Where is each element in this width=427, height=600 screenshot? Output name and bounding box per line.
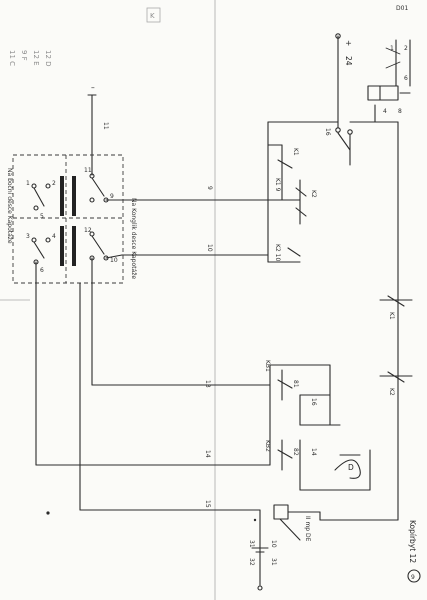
indicator-letter: D: [348, 463, 354, 472]
right-k1-label: K1: [388, 312, 395, 320]
margin-note-3: 12 E: [32, 50, 40, 66]
sw-term-9: 9: [110, 193, 114, 200]
k2-label: K2: [310, 190, 317, 198]
kb2-label: KB2: [264, 440, 271, 452]
minus-supply: – 11: [87, 83, 109, 176]
switch-block-label-side: Na Konglik desce Kapotáže: [130, 198, 137, 279]
bottom-term-10: 10: [270, 540, 277, 548]
wire-9: 9: [121, 186, 283, 201]
top-right-relay: 1 2 4 8 6: [337, 39, 411, 521]
dashed-switch-block: Na boční desce Kapotáže Na Konglik desce…: [6, 154, 137, 284]
relay-term-c: 4: [383, 108, 387, 115]
actuator-bar-bottom-left: [60, 226, 64, 266]
sw-term-6: 6: [40, 267, 44, 274]
actuator-bar-top-right: [72, 176, 76, 216]
bottom-switch-box: [273, 504, 289, 520]
relay-term-b: 2: [404, 45, 408, 52]
k1-9-label: K1 9: [274, 178, 281, 192]
wire-15-label: 15: [204, 500, 211, 508]
kb-contact-block: KB1 81 16 KB2 82 14: [264, 360, 371, 491]
right-k2-label: K2: [388, 388, 395, 396]
ink-dot: [46, 511, 50, 515]
sw-term-2: 2: [52, 180, 56, 187]
bottom-term-32: 32: [248, 558, 255, 566]
sw-term-1: 1: [26, 180, 30, 187]
top-switch-term: 16: [324, 128, 331, 136]
indicator-arc: [334, 459, 361, 479]
bottom-term-31b: 31: [270, 558, 277, 566]
indicator-lamp: D: [334, 454, 361, 479]
plus-supply: + 24: [335, 33, 353, 123]
wire-10: 10: [121, 244, 269, 256]
corner-note: Kopírbyt 12: [408, 520, 417, 563]
plus-sign: +: [344, 40, 353, 46]
relay-term-e: 6: [404, 75, 408, 82]
wire-13-label: 13: [204, 380, 211, 388]
b2-label: 82: [292, 448, 299, 456]
relay-term-d: 8: [398, 108, 402, 115]
bottom-switch-ii: II mp DE: [273, 504, 399, 542]
sw-term-5: 5: [40, 213, 44, 220]
plus-voltage: 24: [344, 56, 353, 66]
page-number: 9: [411, 574, 415, 581]
margin-note-2: 9 F: [20, 50, 28, 61]
sw-term-10: 10: [110, 257, 118, 264]
sw-term-3: 3: [26, 233, 30, 240]
k1-label: K1: [292, 148, 299, 156]
switch-block-label-front: Na boční desce Kapotáže: [6, 168, 13, 244]
b1-label: 81: [292, 380, 299, 388]
margin-note-1: 11 C: [8, 50, 16, 66]
margin-k-box: [146, 7, 161, 23]
k2-10-label: K2 10: [274, 244, 281, 261]
top-right-code: D01: [396, 5, 408, 12]
sw-term-11: 11: [84, 167, 92, 174]
right-k1-contact: K1: [379, 295, 413, 320]
minus-terminal-label: 11: [102, 122, 109, 130]
actuator-bar-top-left: [60, 176, 64, 216]
bottom-term-31: 31: [248, 540, 255, 548]
margin-note-4: 12 D: [44, 50, 52, 67]
margin-notes-left: 11 C 9 F 12 E 12 D: [8, 50, 52, 67]
sw-term-4: 4: [52, 233, 56, 240]
kb-term-14: 14: [310, 448, 317, 456]
ii-mp-de-label: II mp DE: [304, 516, 311, 542]
wire-14-label: 14: [204, 450, 211, 458]
page-number-circle: [407, 569, 421, 583]
relay-term-a: 1: [390, 45, 394, 52]
wire-15: 15: [79, 500, 261, 511]
wire-10-label: 10: [206, 244, 213, 252]
wire-13: 13: [91, 380, 271, 388]
k1-k2-contact-block: 16 K1 K2 K1 9 K2 10: [267, 121, 353, 263]
wire-9-label: 9: [206, 186, 213, 190]
wire-14: 14: [35, 450, 271, 466]
sw-term-12: 12: [84, 227, 92, 234]
relay-coil-box: [367, 85, 399, 101]
bottom-ground: 31 32 10 31: [248, 509, 277, 591]
ink-dot: [253, 518, 257, 522]
margin-k-box-label: K: [150, 12, 155, 20]
switch-block-outline: [12, 154, 124, 284]
minus-label: –: [91, 83, 95, 92]
actuator-bar-bottom-right: [72, 226, 76, 266]
right-k2-contact: K2: [379, 371, 413, 396]
kb1-label: KB1: [264, 360, 271, 372]
kb-term-16: 16: [310, 398, 317, 406]
